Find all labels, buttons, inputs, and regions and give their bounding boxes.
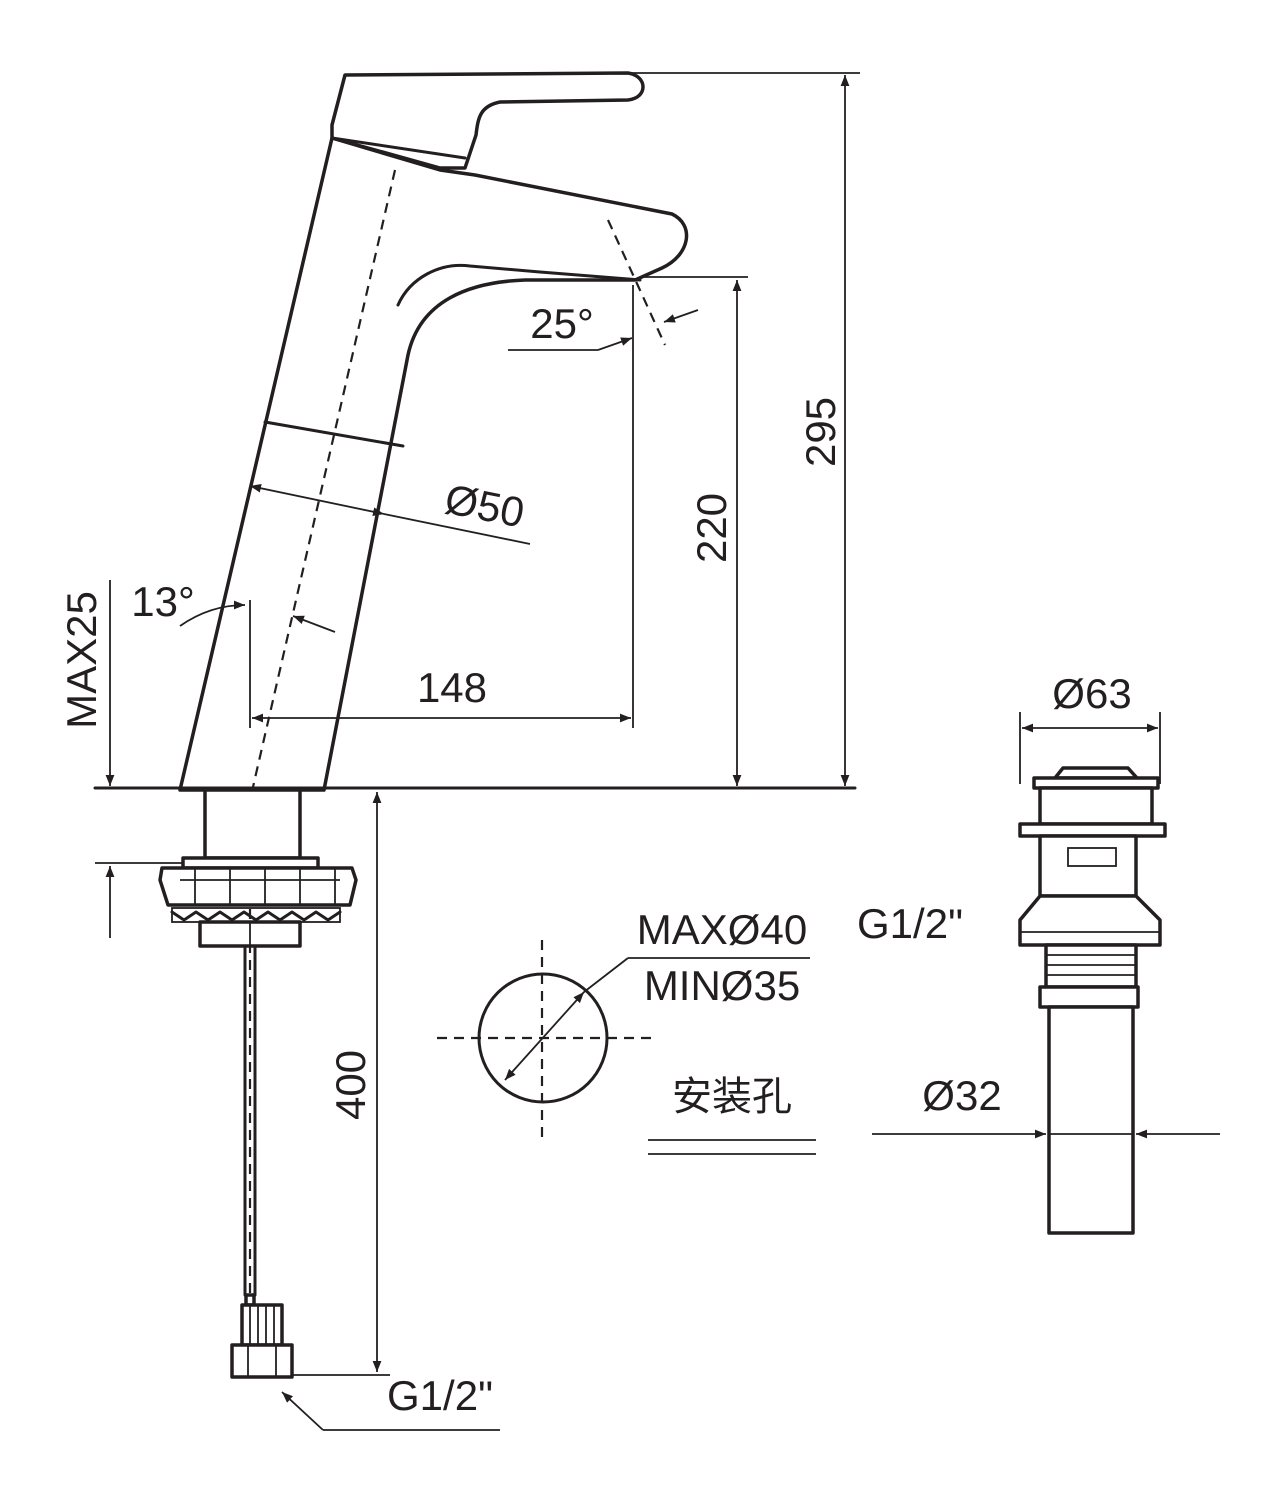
dimension-148: 148 [249, 285, 634, 728]
height-spout-label: 220 [688, 493, 735, 563]
angle-body-label: 13° [131, 578, 195, 625]
faucet-body [178, 71, 689, 792]
dimension-220: 220 [640, 276, 748, 786]
dimension-400: 400 [292, 792, 390, 1376]
hose-thread-callout: G1/2" [281, 1372, 500, 1431]
dimension-max25: MAX25 [58, 580, 182, 938]
mounting-hardware [93, 786, 857, 1379]
diameter-body-label: Ø50 [441, 475, 528, 536]
max-deck-label: MAX25 [58, 591, 105, 729]
waste-diameter-tail-label: Ø32 [922, 1072, 1001, 1119]
hose-length-label: 400 [327, 1050, 374, 1120]
hole-max-label: MAXØ40 [637, 906, 807, 953]
hole-caption: 安装孔 [672, 1074, 792, 1120]
dimension-295: 295 [628, 72, 860, 786]
popup-waste: Ø63 G1/2" Ø32 [857, 670, 1220, 1235]
hose-thread-label: G1/2" [387, 1372, 493, 1419]
height-total-label: 295 [797, 397, 844, 467]
hole-min-label: MINØ35 [644, 962, 800, 1009]
waste-diameter-top-label: Ø63 [1052, 670, 1131, 717]
installation-hole: MAXØ40 MINØ35 安装孔 [437, 906, 816, 1155]
dimension-angle-13: 13° [131, 578, 336, 633]
angle-spout-label: 25° [530, 300, 594, 347]
dimension-angle-25: 25° [508, 300, 699, 351]
reach-label: 148 [417, 664, 487, 711]
waste-thread-label: G1/2" [857, 900, 963, 947]
spout-outlet-axis [606, 219, 667, 346]
